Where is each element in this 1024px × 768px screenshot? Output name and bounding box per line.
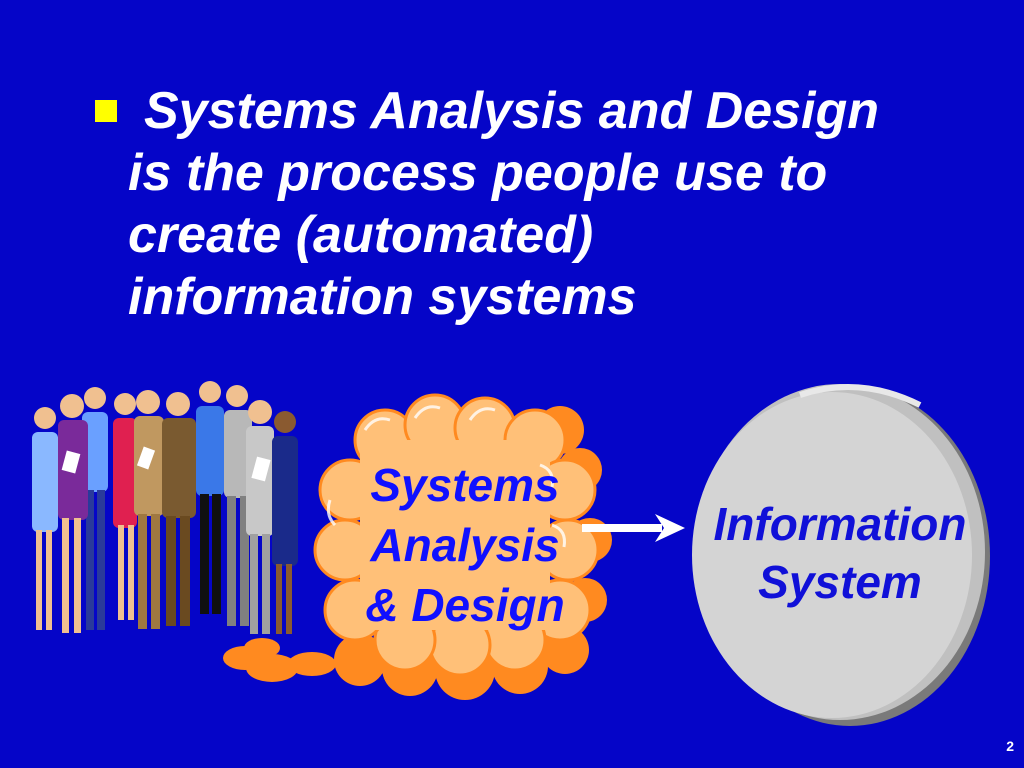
cloud-label-line-1: Systems bbox=[370, 459, 560, 511]
bullet-text: Systems Analysis and Design is the proce… bbox=[128, 80, 988, 328]
disk-label: Information System bbox=[690, 495, 990, 611]
bullet-line-1: Systems Analysis and Design bbox=[144, 82, 880, 140]
cloud-illustration bbox=[313, 393, 612, 700]
cloud-label-line-3: & Design bbox=[365, 579, 565, 631]
cloud-label: Systems Analysis & Design bbox=[330, 455, 600, 635]
disk-label-line-1: Information bbox=[713, 498, 967, 550]
people-group-illustration bbox=[32, 381, 336, 682]
disk-label-line-2: System bbox=[758, 556, 922, 608]
cloud-label-line-2: Analysis bbox=[370, 519, 560, 571]
bullet-line-2: is the process people use to bbox=[128, 144, 828, 202]
page-number: 2 bbox=[1006, 738, 1014, 754]
arrow-icon bbox=[582, 514, 685, 542]
bullet-line-3: create (automated) bbox=[128, 206, 594, 264]
disk-illustration bbox=[692, 384, 990, 726]
bullet-square-icon bbox=[95, 100, 117, 122]
bullet-line-4: information systems bbox=[128, 268, 637, 326]
